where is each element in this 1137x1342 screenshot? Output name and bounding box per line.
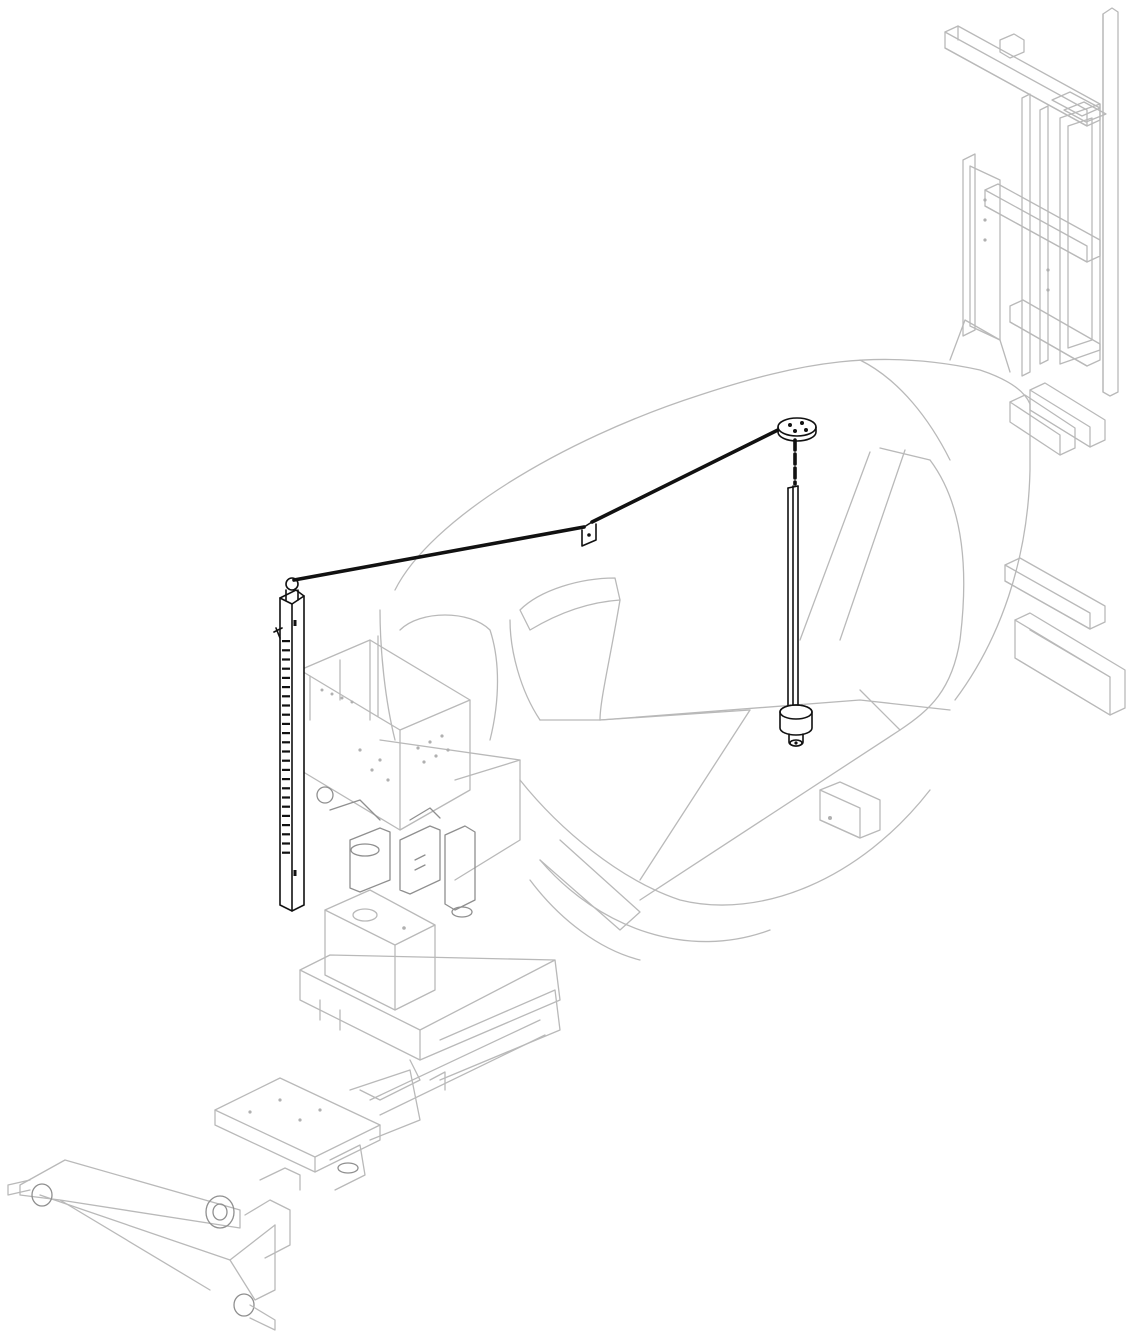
electrical-cabinet-icon [299,635,521,918]
top-mount-plate-icon [777,417,817,442]
pole-slot [282,787,290,790]
pole-slot [282,750,290,753]
pole-slot [282,851,290,854]
pole-slot [282,824,290,827]
pole-slot [282,842,290,845]
pole-slot [282,759,290,762]
vertical-rod-icon [787,438,799,713]
pole-slot [282,658,290,661]
pole-slot [282,741,290,744]
pole-slot [282,667,290,670]
curved-body-shell-icon [379,358,1126,961]
pole-slot [282,805,290,808]
pole-slot [282,814,290,817]
pole-slot [282,732,290,735]
pole-slot [282,778,290,781]
slide-rail-base-icon [299,954,561,1141]
tow-hitch-a-frame-icon [7,1077,381,1331]
bottom-mount-plate-icon [779,704,813,747]
pole-slot [282,713,290,716]
pole-slot [282,704,290,707]
overhead-cable-icon [292,424,788,582]
pole-slot [282,649,290,652]
pole-slot [282,640,290,643]
pole-slot [282,768,290,771]
pole-slot [282,676,290,679]
pole-slot [282,833,290,836]
pole-slot [282,722,290,725]
pole-slot [282,695,290,698]
pole-slot [282,686,290,689]
pneumatic-valve-assembly-icon [316,786,476,918]
cable-clip-bracket-icon [581,521,597,547]
reservoir-box-icon [324,889,436,1011]
pole-slot [282,796,290,799]
rear-frame-rack-icon [944,7,1119,456]
vertical-strip-pole-icon [273,577,305,912]
